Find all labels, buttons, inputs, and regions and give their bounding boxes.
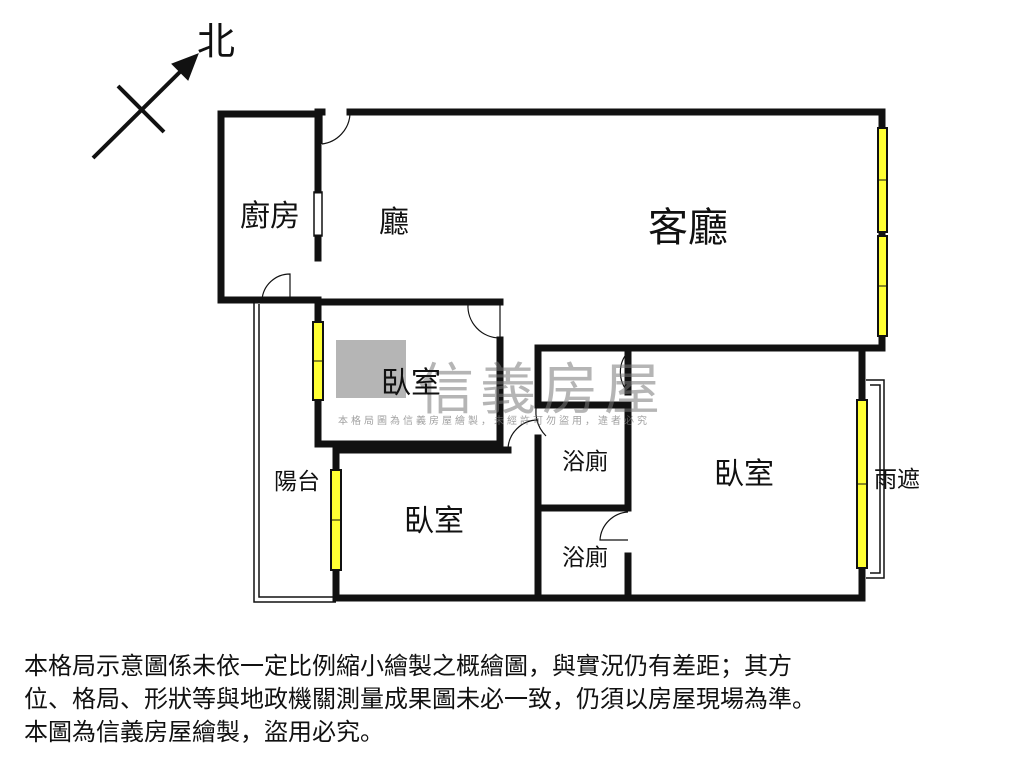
- kitchen-wall: [217, 110, 322, 304]
- room-canopy: 雨遮: [874, 467, 920, 493]
- bedroom-right-door: [619, 351, 629, 393]
- watermark-brand: 信義房屋: [418, 358, 666, 423]
- disclaimer-line: 本格局示意圖係未依一定比例縮小繪製之概繪圖，與實況仍有差距；其方: [24, 652, 792, 680]
- disclaimer: 本格局示意圖係未依一定比例縮小繪製之概繪圖，與實況仍有差距；其方 位、格局、形狀…: [24, 650, 1009, 749]
- room-kitchen: 廚房: [240, 199, 300, 234]
- room-bedroom-left: 臥室: [404, 504, 464, 539]
- kitchen-sliding-door: [313, 191, 323, 237]
- bedroom-small-door: [467, 302, 501, 339]
- room-bath-upper: 浴廁: [562, 449, 608, 475]
- floor-plan: [91, 53, 888, 603]
- entrance-door: [321, 112, 351, 145]
- room-balcony: 陽台: [274, 469, 320, 495]
- kitchen-door: [261, 273, 291, 301]
- disclaimer-line: 位、格局、形狀等與地政機關測量成果圖未必一致，仍須以房屋現場為準。: [24, 685, 816, 713]
- watermark-logo-icon: [336, 340, 406, 398]
- canopy-outline: [866, 379, 885, 579]
- compass-label: 北: [196, 19, 236, 64]
- room-living: 客廳: [648, 205, 728, 251]
- disclaimer-line: 本圖為信義房屋繪製，盜用必究。: [24, 718, 384, 746]
- room-bedroom-small: 臥室: [381, 366, 441, 401]
- bedroom-left-door: [507, 419, 539, 451]
- room-bedroom-right: 臥室: [714, 457, 774, 492]
- room-bath-lower: 浴廁: [562, 545, 608, 571]
- bath-lower-door: [599, 511, 629, 541]
- watermark-note: 本格局圖為信義房屋繪製，未經許可勿盜用，違者必究: [338, 416, 650, 427]
- north-arrow-icon: [91, 53, 199, 160]
- balcony-outline: [253, 300, 336, 603]
- room-dining: 廳: [379, 205, 409, 240]
- bath-upper-door: [535, 399, 547, 437]
